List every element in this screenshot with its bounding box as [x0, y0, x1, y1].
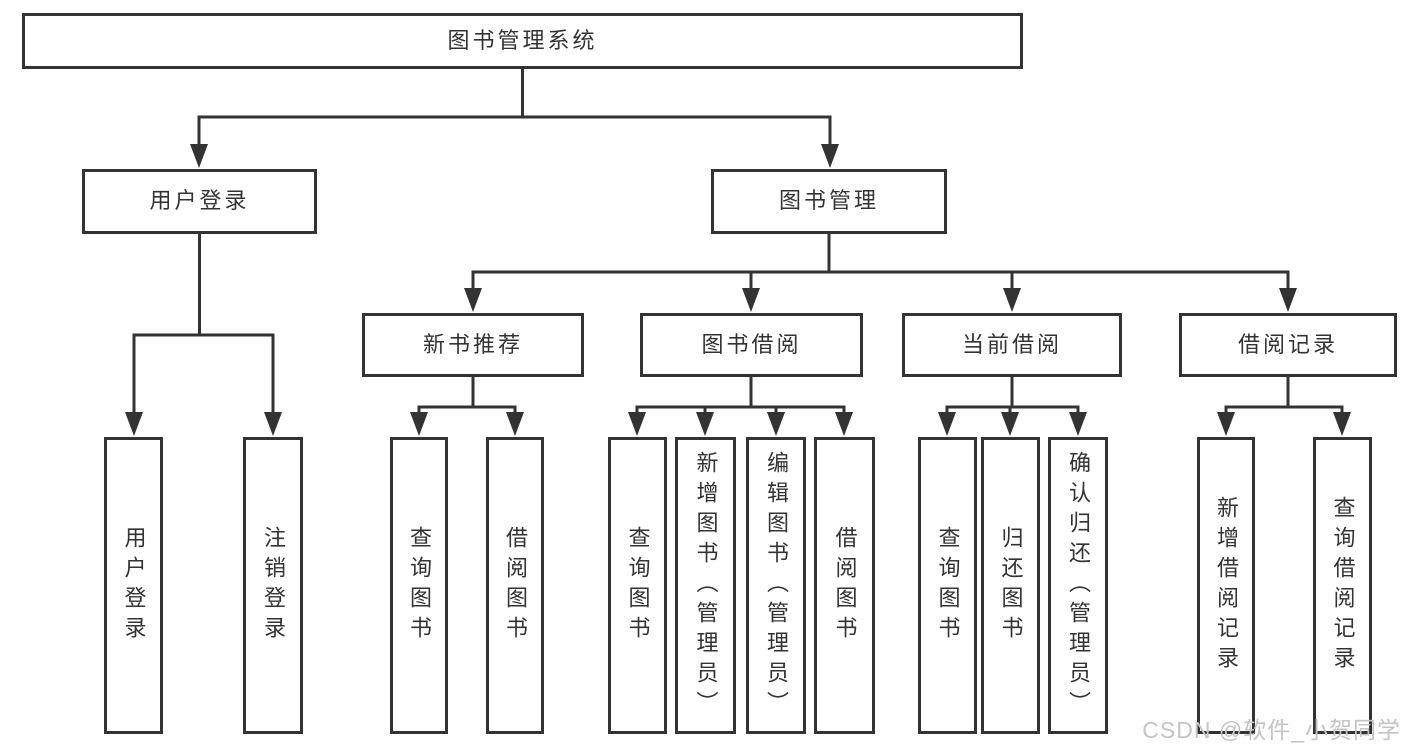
node-new-book-recommendation: 新书推荐 — [362, 313, 584, 377]
leaf-add-books-admin: 新增图书（管理员） — [675, 437, 736, 734]
node-current-borrowing: 当前借阅 — [902, 313, 1122, 377]
leaf-borrow-books: 借阅图书 — [814, 437, 875, 734]
node-book-management: 图书管理 — [711, 169, 947, 234]
node-root-library-management-system: 图书管理系统 — [22, 13, 1023, 69]
leaf-return-books: 归还图书 — [981, 437, 1040, 734]
leaf-user-login: 用户登录 — [104, 437, 163, 734]
leaf-query-books-recommend: 查询图书 — [390, 437, 448, 734]
leaf-query-books-current: 查询图书 — [918, 437, 977, 734]
leaf-edit-books-admin: 编辑图书（管理员） — [746, 437, 806, 734]
leaf-query-borrow-record: 查询借阅记录 — [1313, 437, 1372, 734]
leaf-logout: 注销登录 — [243, 437, 303, 734]
leaf-add-borrow-record: 新增借阅记录 — [1197, 437, 1255, 734]
leaf-borrow-books-recommend: 借阅图书 — [486, 437, 544, 734]
watermark: CSDN @软件_小贺同学 — [1142, 717, 1401, 743]
leaf-confirm-return-admin: 确认归还（管理员） — [1048, 437, 1108, 734]
leaf-query-books-borrowing: 查询图书 — [608, 437, 667, 734]
node-user-login: 用户登录 — [82, 169, 317, 234]
node-book-borrowing: 图书借阅 — [640, 313, 863, 377]
node-borrowing-records: 借阅记录 — [1179, 313, 1397, 377]
